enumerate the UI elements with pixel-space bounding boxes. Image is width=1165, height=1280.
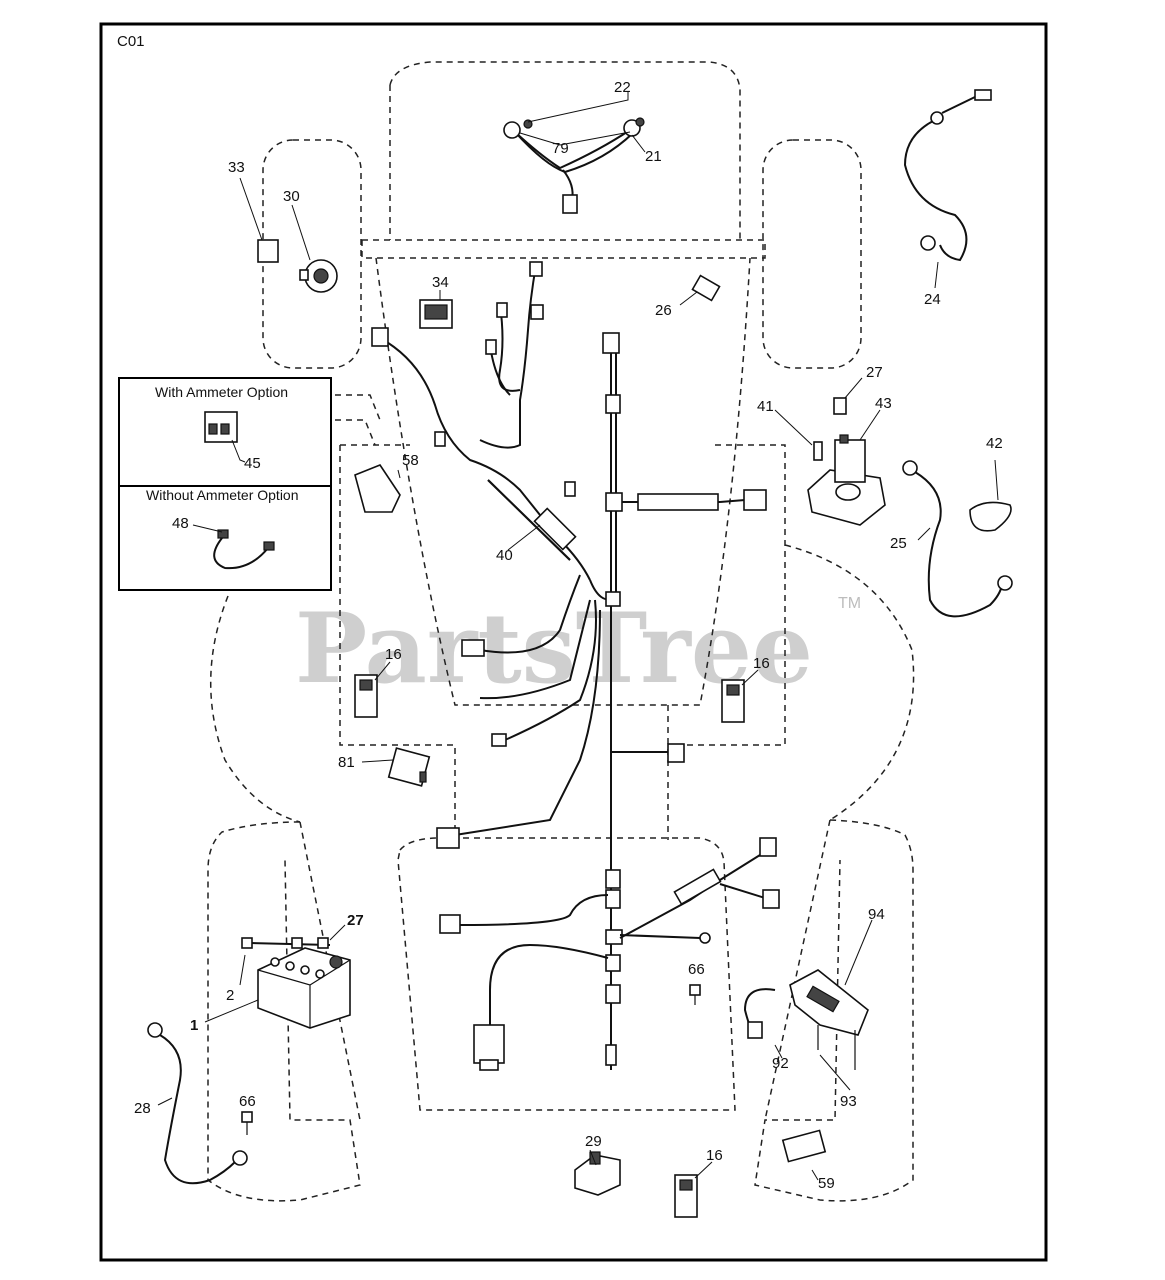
callout-24: 24	[924, 291, 941, 308]
callout-16-right: 16	[753, 655, 770, 672]
callout-66-center: 66	[688, 961, 705, 978]
ammeter-gauge-part	[204, 411, 246, 463]
callout-16-bottom: 16	[706, 1147, 723, 1164]
battery-cable-24	[903, 89, 992, 289]
callout-94: 94	[868, 906, 885, 923]
callout-28: 28	[134, 1100, 151, 1117]
bolt-66-center	[689, 984, 701, 1005]
interlock-switch-left	[354, 661, 391, 718]
callout-22: 22	[614, 79, 631, 96]
battery-1	[204, 924, 351, 1029]
fuse-26	[679, 274, 721, 306]
main-harness-40	[371, 261, 616, 849]
switch-34	[419, 290, 453, 329]
callout-27-battery: 27	[347, 912, 364, 929]
callout-26: 26	[655, 302, 672, 319]
diagram-code: C01	[117, 33, 145, 50]
callout-30: 30	[283, 188, 300, 205]
callout-16-left: 16	[385, 646, 402, 663]
callout-93: 93	[840, 1093, 857, 1110]
with-ammeter-title: With Ammeter Option	[155, 384, 288, 400]
diagram-frame	[99, 22, 1048, 1262]
interlock-switch-right	[721, 669, 759, 723]
battery-cable-25	[902, 460, 1013, 618]
callout-81: 81	[338, 754, 355, 771]
callout-34: 34	[432, 274, 449, 291]
callout-1: 1	[190, 1017, 198, 1034]
part-59	[781, 1129, 827, 1181]
relay-58	[354, 464, 401, 513]
callout-92: 92	[772, 1055, 789, 1072]
part-29	[574, 1149, 621, 1196]
callout-59: 59	[818, 1175, 835, 1192]
starter-solenoid-43	[774, 377, 886, 526]
ammeter-option-box: With Ammeter Option Without Ammeter Opti…	[118, 377, 332, 591]
callout-79: 79	[552, 140, 569, 157]
callout-43: 43	[875, 395, 892, 412]
callout-41: 41	[757, 398, 774, 415]
relay-81	[361, 747, 431, 787]
center-harness	[439, 332, 780, 1071]
callout-48: 48	[172, 515, 189, 532]
ammeter-jumper-wire	[192, 524, 275, 570]
watermark-trademark: TM	[838, 595, 861, 612]
callout-45: 45	[244, 455, 261, 472]
control-module-94	[743, 919, 873, 1091]
callout-21: 21	[645, 148, 662, 165]
ignition-switch-parts	[239, 177, 338, 293]
callout-29: 29	[585, 1133, 602, 1150]
bolt-66-left	[241, 1111, 253, 1135]
callout-42: 42	[986, 435, 1003, 452]
callout-25: 25	[890, 535, 907, 552]
terminal-boot-42	[969, 459, 1012, 532]
callout-2: 2	[226, 987, 234, 1004]
without-ammeter-title: Without Ammeter Option	[146, 487, 299, 503]
callout-27-top: 27	[866, 364, 883, 381]
callout-58: 58	[402, 452, 419, 469]
callout-66-left: 66	[239, 1093, 256, 1110]
tractor-outline	[207, 61, 915, 1202]
callout-40: 40	[496, 547, 513, 564]
headlight-harness	[503, 92, 646, 214]
callout-33: 33	[228, 159, 245, 176]
battery-cable-28	[147, 1022, 248, 1185]
interlock-switch-bottom	[674, 1161, 713, 1218]
